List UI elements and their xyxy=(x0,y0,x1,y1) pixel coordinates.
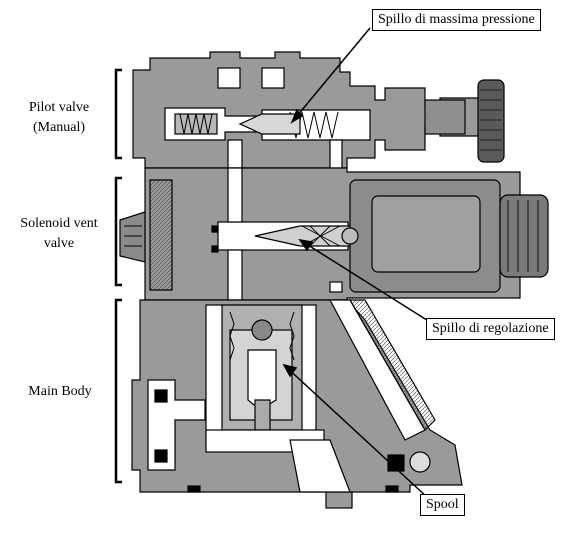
bracket-solenoid xyxy=(114,176,122,287)
pilot-valve-body xyxy=(132,51,505,169)
label-solenoid-line1: Solenoid vent xyxy=(20,216,98,231)
label-pilot-valve: Pilot valve (Manual) xyxy=(5,98,113,138)
label-solenoid-line2: valve xyxy=(43,236,75,251)
label-main-body-text: Main Body xyxy=(28,384,92,399)
section-brackets xyxy=(114,68,122,484)
bracket-pilot xyxy=(114,68,122,160)
arrow-spool xyxy=(283,364,429,499)
callout-spool: Spool xyxy=(420,494,465,516)
arrow-spillo-regolazione xyxy=(299,239,431,323)
bracket-main xyxy=(114,298,122,484)
arrow-spillo-massima xyxy=(291,27,371,123)
label-main-body: Main Body xyxy=(8,382,112,402)
solenoid-valve-body xyxy=(119,167,549,301)
label-solenoid-vent-valve: Solenoid vent valve xyxy=(3,214,115,254)
callout-arrows xyxy=(282,27,431,499)
callout-spillo-massima-pressione: Spillo di massima pressione xyxy=(372,9,541,31)
label-pilot-valve-line2: (Manual) xyxy=(32,120,86,135)
label-pilot-valve-line1: Pilot valve xyxy=(28,100,90,115)
callout-spillo-regolazione: Spillo di regolazione xyxy=(426,318,555,340)
main-body xyxy=(131,299,463,509)
